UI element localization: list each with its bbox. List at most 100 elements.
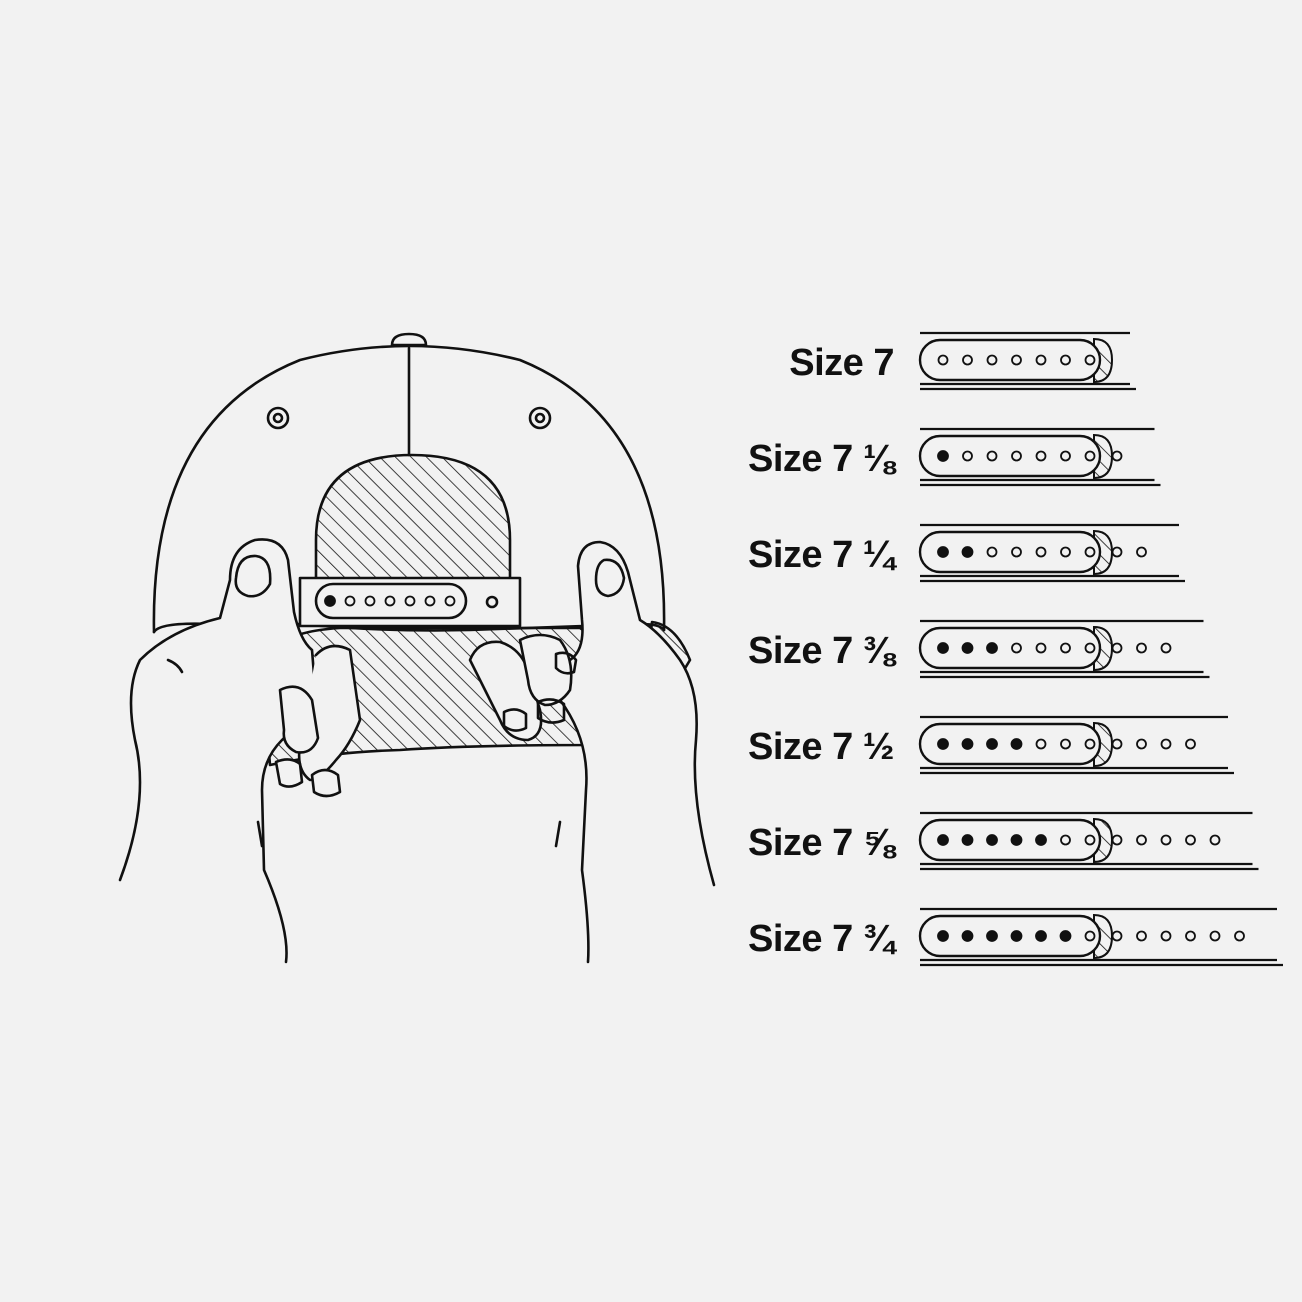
strap-diagram-row	[918, 619, 1210, 679]
strap-hole-open	[1136, 738, 1147, 750]
eyelet-left	[266, 406, 290, 430]
strap-diagram-row	[918, 523, 1185, 583]
strap-hole-open	[1011, 546, 1022, 558]
strap-hole-open	[444, 595, 456, 607]
strap-hole-filled	[937, 450, 949, 462]
right-wrist-mark	[554, 820, 562, 848]
size-label-7-3-4: Size 7 ¾	[748, 918, 894, 960]
strap-hole-open	[1084, 834, 1096, 846]
strap-hole-open	[1136, 642, 1147, 654]
cap-button	[390, 332, 428, 347]
strap-hole-open	[986, 354, 998, 366]
strap-tab	[918, 530, 1102, 574]
right-finger-1	[468, 640, 543, 742]
strap-hole-filled	[986, 834, 998, 846]
strap-hole-open	[1060, 642, 1071, 654]
strap-tab	[918, 626, 1102, 670]
strap-hole-open	[1035, 738, 1047, 750]
size-label-7-1-8: Size 7 ⅛	[748, 438, 894, 480]
left-thumbnail	[234, 554, 272, 598]
strap-hole-open	[1011, 450, 1022, 462]
strap-hole-filled	[986, 642, 998, 654]
strap-hole-open	[1035, 642, 1047, 654]
strap-hole-open	[1160, 930, 1172, 942]
left-finger-3	[274, 758, 304, 788]
strap-hole-filled	[961, 642, 974, 654]
strap-hole-open	[1111, 642, 1123, 654]
right-thumbnail	[594, 558, 626, 598]
strap-hole-open	[1111, 834, 1123, 846]
strap-hole-open	[344, 595, 356, 607]
eyelet-right	[528, 406, 552, 430]
strap-hole-open	[364, 595, 376, 607]
strap-hole-open	[1111, 450, 1123, 462]
right-nail-1	[502, 708, 528, 732]
strap-hole-filled	[1059, 930, 1072, 942]
right-hand	[558, 540, 716, 964]
strap-hole-filled	[937, 738, 949, 750]
strap-diagram-row	[918, 331, 1136, 391]
strap-hole-open	[1185, 738, 1196, 750]
size-label-7: Size 7	[789, 342, 894, 384]
size-strap-diagrams	[918, 331, 1283, 967]
strap-hole-open	[1011, 642, 1022, 654]
strap-hole-open	[1035, 354, 1047, 366]
strap-hole-open	[1084, 546, 1096, 558]
left-finger-4	[310, 768, 342, 798]
strap-hole-open	[1136, 930, 1147, 942]
strap-hole-open	[1185, 834, 1196, 846]
strap-hole-open	[384, 595, 396, 607]
strap-diagram-row	[918, 811, 1259, 871]
strap-hole-open	[1084, 450, 1096, 462]
size-label-7-1-4: Size 7 ¼	[748, 534, 894, 576]
right-nail-3	[554, 651, 578, 675]
strap-hole-open	[1234, 930, 1245, 942]
strap-hole-open	[1084, 642, 1096, 654]
strap-hole-open	[1209, 930, 1221, 942]
cap-drawing	[118, 332, 716, 964]
strap-hole-open	[1185, 930, 1196, 942]
strap-diagram-row	[918, 907, 1283, 967]
strap-hole-open	[1160, 642, 1172, 654]
strap-hole-open	[986, 546, 998, 558]
cap-brim-edge	[152, 622, 666, 634]
strap-hole-open	[937, 354, 949, 366]
strap-hole-filled	[961, 834, 974, 846]
left-wrist-mark	[256, 820, 264, 848]
strap-hole-open	[1111, 930, 1123, 942]
cap-back-opening	[314, 453, 512, 584]
strap-hole-open	[1084, 930, 1096, 942]
strap-hole-open	[1084, 738, 1096, 750]
right-nail-2	[536, 698, 566, 724]
strap-hole-open	[962, 354, 973, 366]
strap-hole-open	[404, 595, 416, 607]
strap-hole-filled	[1010, 738, 1023, 750]
cap-strap-holes	[324, 595, 456, 607]
strap-hole-open	[962, 450, 973, 462]
strap-hole-filled	[937, 642, 949, 654]
strap-hole-open	[1084, 354, 1096, 366]
strap-hole-open	[1160, 834, 1172, 846]
strap-tab	[918, 338, 1102, 382]
strap-hole-filled	[986, 738, 998, 750]
cap-strap-snap	[485, 595, 499, 609]
strap-hole-filled	[961, 546, 974, 558]
strap-hole-open	[986, 450, 998, 462]
left-finger-2	[278, 685, 320, 754]
strap-hole-open	[424, 595, 436, 607]
strap-hole-filled	[937, 834, 949, 846]
strap-hole-filled	[1010, 834, 1023, 846]
strap-hole-open	[1011, 354, 1022, 366]
strap-tab	[918, 818, 1102, 862]
strap-diagram-row	[918, 715, 1234, 775]
strap-hole-filled	[961, 930, 974, 942]
strap-hole-filled	[324, 595, 336, 607]
strap-diagram-row	[918, 427, 1161, 487]
strap-hole-open	[1136, 834, 1147, 846]
strap-hole-open	[1035, 450, 1047, 462]
strap-hole-filled	[1035, 834, 1047, 846]
strap-hole-filled	[961, 738, 974, 750]
size-label-7-1-2: Size 7 ½	[748, 726, 894, 768]
strap-tab	[918, 722, 1102, 766]
